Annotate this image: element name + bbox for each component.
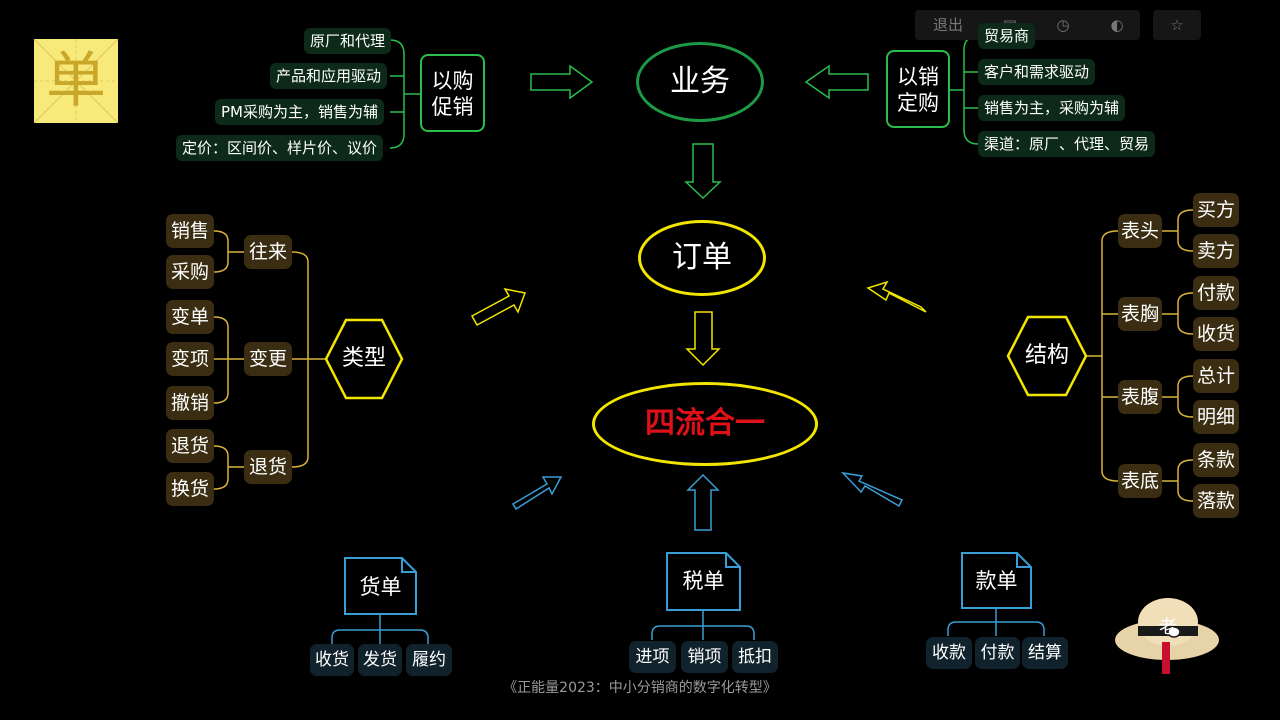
structure-group: 表头 [1118,214,1162,248]
order-ellipse: 订单 [638,220,766,296]
logo-grid [34,39,118,123]
arrow-upright-blue [511,476,563,511]
hat-logo: 老 [1112,592,1222,676]
payment-doc-item: 付款 [975,637,1020,669]
type-item: 变单 [166,300,214,334]
business-ellipse: 业务 [636,42,764,122]
structure-item: 明细 [1193,400,1239,434]
goods-doc-title: 货单 [359,575,402,599]
footer-caption: 《正能量2023：中小分销商的数字化转型》 [503,680,777,696]
structure-item: 买方 [1193,193,1239,227]
arrow-down-yellow [685,311,721,367]
logo-tile: 单 [34,39,118,123]
arrow-upleft-yellow [866,280,927,313]
arrow-down-green [684,143,722,200]
type-group: 退货 [244,450,292,484]
arrow-left-green [804,64,869,100]
structure-item: 条款 [1193,443,1239,477]
type-root: 类型 [341,346,386,371]
arrow-right-green [530,64,594,100]
purchase-item: 定价：区间价、样片价、议价 [176,135,384,161]
sales-item: 渠道：原厂、代理、贸易 [978,131,1156,157]
structure-hexagon [1006,315,1088,397]
purchase-item: PM采购为主，销售为辅 [215,99,384,125]
goods-doc-item: 发货 [358,644,402,676]
arrow-up-blue [686,473,720,531]
arrow-upright-yellow [470,287,527,327]
type-hexagon [324,318,404,400]
payment-doc-item: 结算 [1022,637,1068,669]
structure-item: 付款 [1193,276,1239,310]
left-purchase-bracket [389,39,420,149]
doc-icon-goods [344,557,417,615]
structure-item: 落款 [1193,484,1239,518]
arrow-upleft-blue [840,471,904,508]
tax-doc-item: 销项 [681,641,728,673]
payment-doc-title: 款单 [975,569,1018,593]
payment-doc-item: 收款 [926,637,972,669]
type-group: 变更 [244,342,292,376]
type-item: 撤销 [166,386,214,420]
purchase-driven-box: 以购 促销 [420,54,485,132]
type-tree-lines [213,230,326,490]
structure-item: 卖方 [1193,234,1239,268]
structure-tree-lines [1086,209,1194,502]
structure-item: 总计 [1193,359,1239,393]
sales-driven-box: 以销 定购 [886,50,950,128]
star-icon[interactable]: ☆ [1153,10,1201,40]
hat-icon [1115,598,1219,674]
structure-root: 结构 [1024,343,1069,368]
tax-doc-title: 税单 [682,569,725,593]
exit-button[interactable]: 退出 [932,16,963,34]
structure-group: 表腹 [1118,380,1162,414]
sales-item: 贸易商 [978,23,1036,49]
goods-doc-item: 收货 [310,644,354,676]
purchase-item: 原厂和代理 [304,28,392,54]
type-item: 退货 [166,429,214,463]
structure-group: 表胸 [1118,297,1162,331]
doc-icon-tax [666,552,741,611]
tax-doc-item: 进项 [629,641,676,673]
logo-char: 单 [46,46,106,116]
type-item: 销售 [166,214,214,248]
structure-group: 表底 [1118,464,1162,498]
doc-tree-lines [331,608,1045,644]
type-group: 往来 [244,235,292,269]
type-item: 换货 [166,472,214,506]
mascot-char: 老 [1159,617,1177,638]
contrast-icon[interactable]: ◐ [1110,16,1124,34]
goods-doc-item: 履约 [406,644,452,676]
purchase-item: 产品和应用驱动 [270,63,388,89]
clock-icon[interactable]: ◷ [1056,16,1070,34]
type-item: 采购 [166,255,214,289]
structure-item: 收货 [1193,317,1239,351]
right-sales-bracket [950,35,979,145]
doc-icons [344,552,1032,615]
sales-item: 销售为主，采购为辅 [978,95,1126,121]
sales-item: 客户和需求驱动 [978,59,1096,85]
type-item: 变项 [166,342,214,376]
four-flows-merge-ellipse: 四流合一 [592,382,818,466]
doc-icon-payment [961,552,1032,609]
tax-doc-item: 抵扣 [732,641,778,673]
